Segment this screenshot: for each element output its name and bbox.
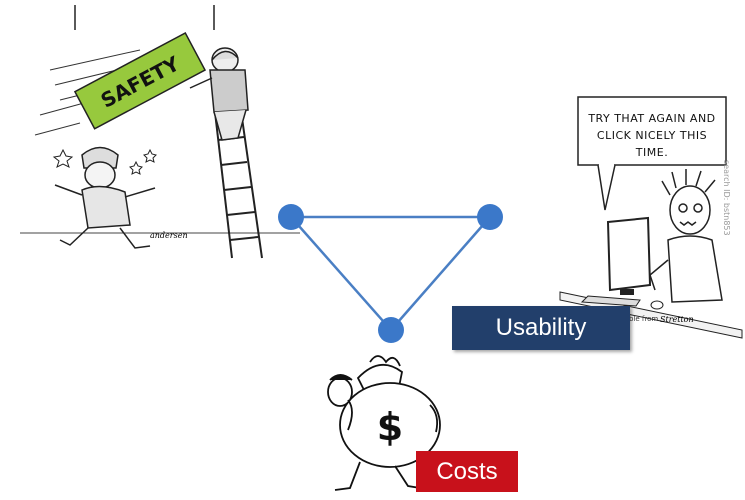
node-right (477, 204, 503, 230)
costs-label: Costs (416, 451, 518, 492)
svg-text:andersen: andersen (150, 231, 188, 240)
speech-bubble-text: TRY THAT AGAIN AND CLICK NICELY THIS TIM… (588, 112, 716, 159)
dollar-symbol: $ (377, 405, 403, 449)
usability-label: Usability (452, 306, 630, 350)
caption-fragment: ble from (629, 315, 659, 323)
node-bottom (378, 317, 404, 343)
search-id-text: search ID: bstn853 (722, 160, 731, 236)
edge-bottom-left (290, 216, 392, 331)
edge-right-bottom (390, 216, 491, 331)
signature: Stretton (660, 315, 694, 324)
node-left (278, 204, 304, 230)
